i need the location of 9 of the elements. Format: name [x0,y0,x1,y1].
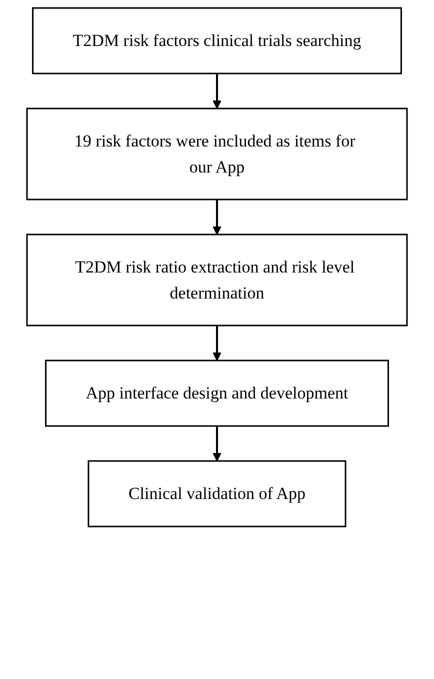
arrow [212,326,222,361]
node-box: T2DM risk factors clinical trials searching [32,7,402,74]
node-box: App interface design and development [45,360,389,427]
arrow [212,426,222,462]
arrow [212,200,222,235]
node-box: T2DM risk ratio extraction and risk level determination [26,234,408,326]
node-box: Clinical validation of App [88,460,346,528]
node-box: 19 risk factors were included as items for our App [26,108,408,200]
arrow [212,74,222,109]
